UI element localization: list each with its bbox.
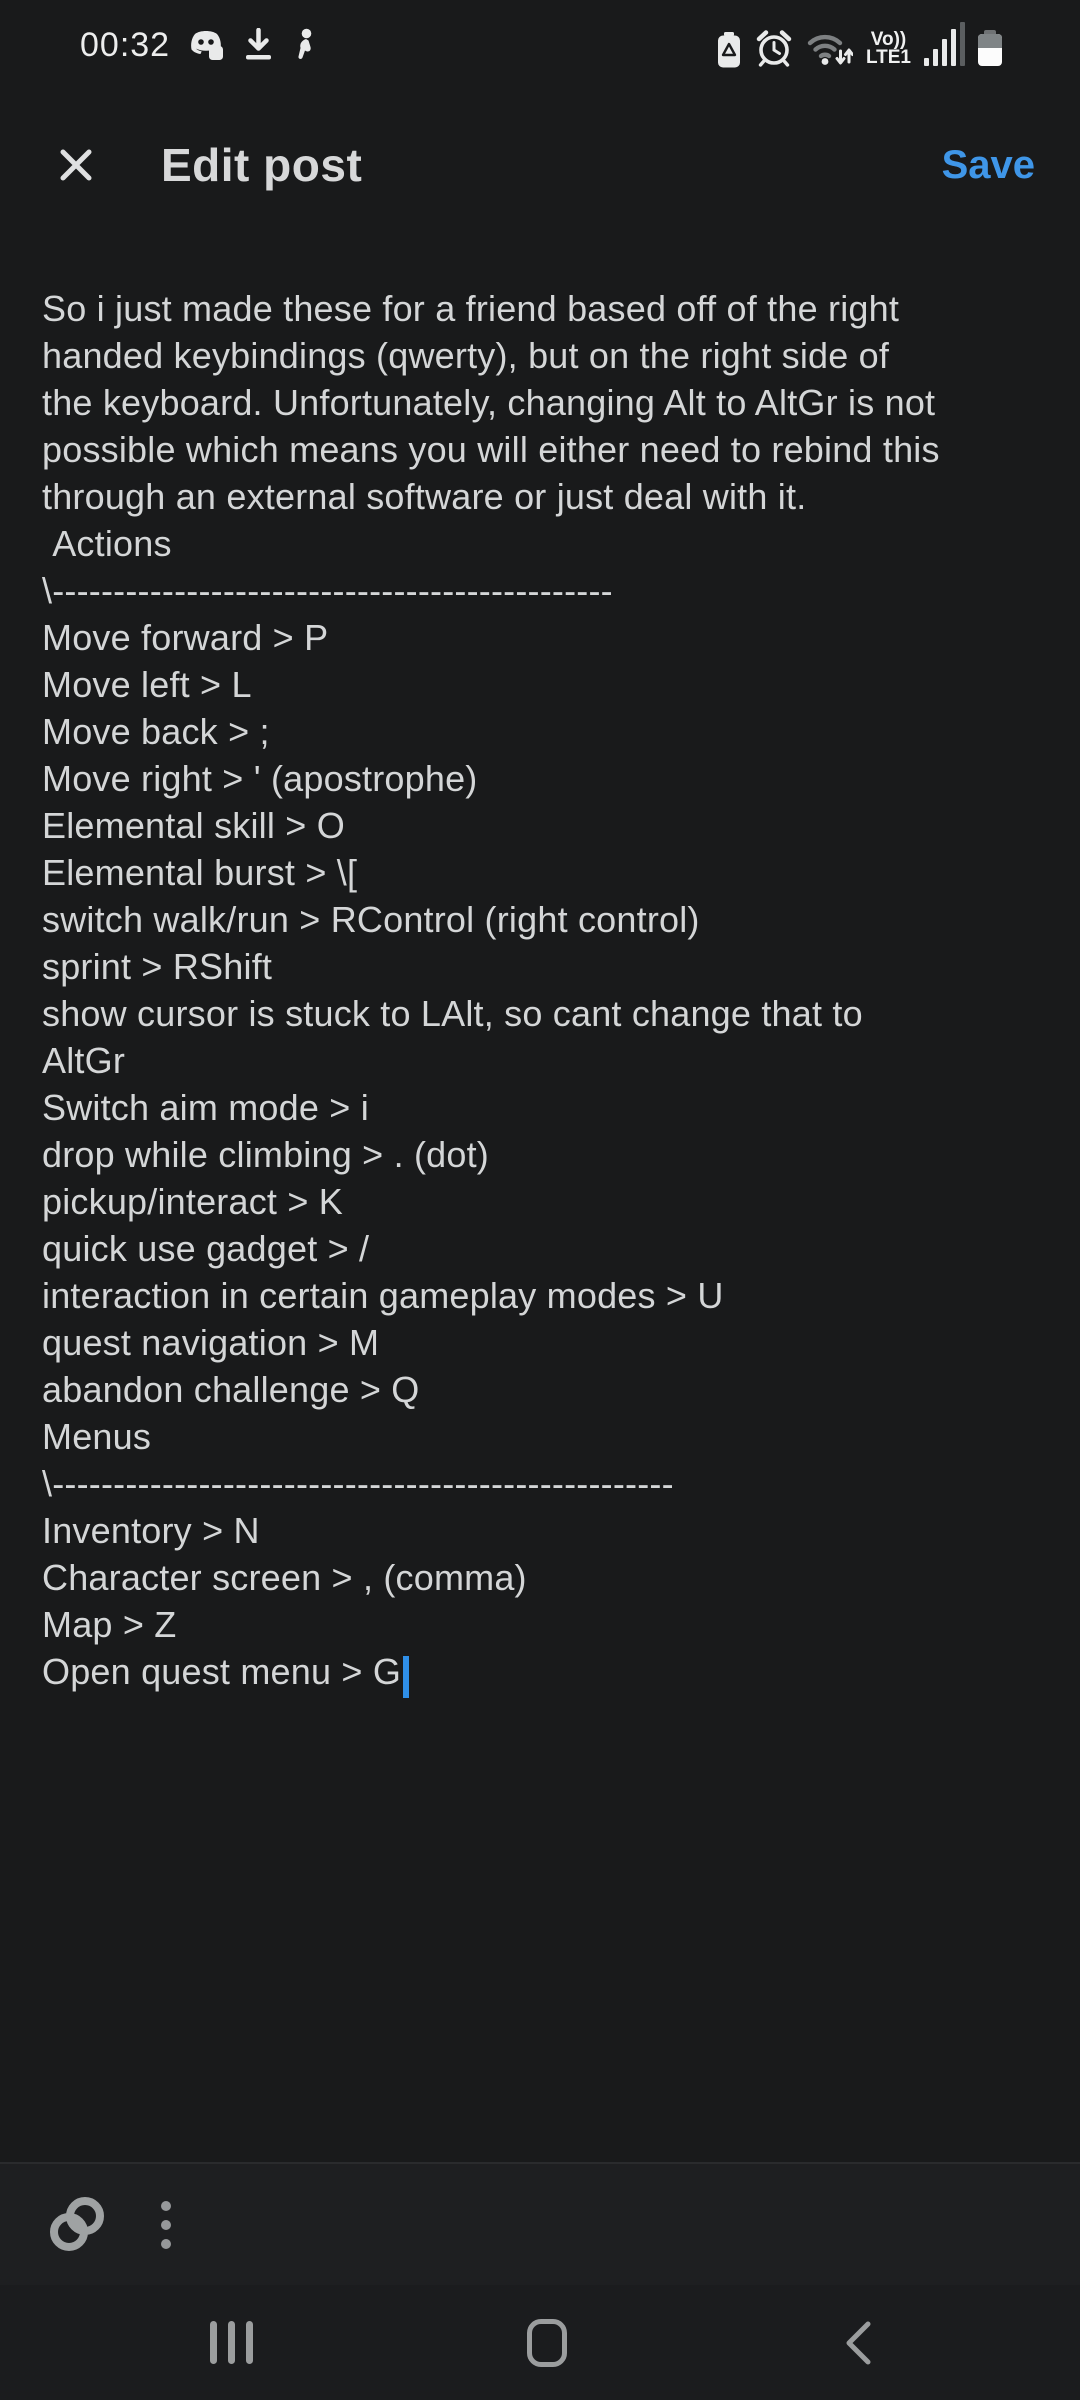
text-line: Move left > L — [42, 664, 252, 705]
battery-saver-icon — [717, 32, 741, 68]
text-line: Inventory > N — [42, 1510, 260, 1551]
text-line: quick use gadget > / — [42, 1228, 370, 1269]
discord-notification-icon — [188, 29, 224, 61]
app-bar: Edit post Save — [0, 90, 1080, 240]
back-icon — [841, 2319, 875, 2367]
home-button[interactable] — [527, 2318, 567, 2367]
text-line: \---------------------------------------… — [42, 1463, 674, 1504]
text-line: pickup/interact > K — [42, 1181, 343, 1222]
text-line: switch walk/run > RControl (right contro… — [42, 899, 700, 940]
volte-label-bottom: LTE1 — [865, 47, 911, 68]
text-line: the keyboard. Unfortunately, changing Al… — [42, 382, 936, 423]
text-line: Move right > ' (apostrophe) — [42, 758, 478, 799]
post-body-field[interactable]: So i just made these for a friend based … — [0, 240, 1080, 2162]
recents-icon — [210, 2321, 253, 2364]
page-title: Edit post — [161, 139, 363, 191]
home-icon — [527, 2318, 567, 2367]
status-system-icons: Vo)) LTE1 — [717, 22, 1002, 68]
close-icon — [55, 144, 97, 186]
status-notification-icons — [188, 28, 315, 62]
text-line: interaction in certain gameplay modes > … — [42, 1275, 724, 1316]
text-line: Actions — [42, 523, 172, 564]
navigation-bar — [0, 2285, 1080, 2400]
wifi-icon — [807, 30, 853, 68]
text-line: show cursor is stuck to LAlt, so cant ch… — [42, 993, 863, 1034]
text-line: quest navigation > M — [42, 1322, 380, 1363]
status-time: 00:32 — [80, 25, 171, 64]
text-line: possible which means you will either nee… — [42, 429, 940, 470]
text-line: Map > Z — [42, 1604, 177, 1645]
text-line: abandon challenge > Q — [42, 1369, 420, 1410]
text-line: So i just made these for a friend based … — [42, 288, 900, 329]
download-icon — [242, 28, 275, 62]
save-button[interactable]: Save — [941, 142, 1035, 187]
alarm-icon — [754, 28, 794, 68]
status-bar: 00:32 — [0, 0, 1080, 90]
text-line: Move back > ; — [42, 711, 270, 752]
link-icon — [45, 2195, 109, 2255]
text-line: through an external software or just dea… — [42, 476, 807, 517]
text-line: drop while climbing > . (dot) — [42, 1134, 489, 1175]
text-line: Elemental burst > \[ — [42, 852, 358, 893]
battery-icon — [978, 30, 1002, 66]
editor-toolbar — [0, 2162, 1080, 2285]
text-line: Switch aim mode > i — [42, 1087, 369, 1128]
text-line: Character screen > , (comma) — [42, 1557, 527, 1598]
signal-strength-icon — [924, 22, 965, 66]
text-line: sprint > RShift — [42, 946, 273, 987]
post-text: So i just made these for a friend based … — [42, 285, 1040, 1698]
overflow-menu-icon — [161, 2200, 171, 2249]
back-button[interactable] — [841, 2319, 875, 2367]
text-line: \---------------------------------------… — [42, 570, 613, 611]
overflow-menu-button[interactable] — [161, 2200, 171, 2249]
insert-link-button[interactable] — [45, 2195, 109, 2255]
person-icon — [293, 28, 315, 62]
recents-button[interactable] — [210, 2321, 253, 2364]
text-line: AltGr — [42, 1040, 126, 1081]
close-button[interactable] — [55, 144, 97, 186]
text-line: Open quest menu > G — [42, 1648, 1040, 1698]
volte-label-top: Vo)) — [870, 29, 907, 50]
text-line: Elemental skill > O — [42, 805, 345, 846]
volte-indicator: Vo)) LTE1 — [865, 29, 911, 68]
text-line: Menus — [42, 1416, 152, 1457]
text-line: Move forward > P — [42, 617, 329, 658]
text-line: handed keybindings (qwerty), but on the … — [42, 335, 890, 376]
text-cursor — [403, 1656, 410, 1698]
